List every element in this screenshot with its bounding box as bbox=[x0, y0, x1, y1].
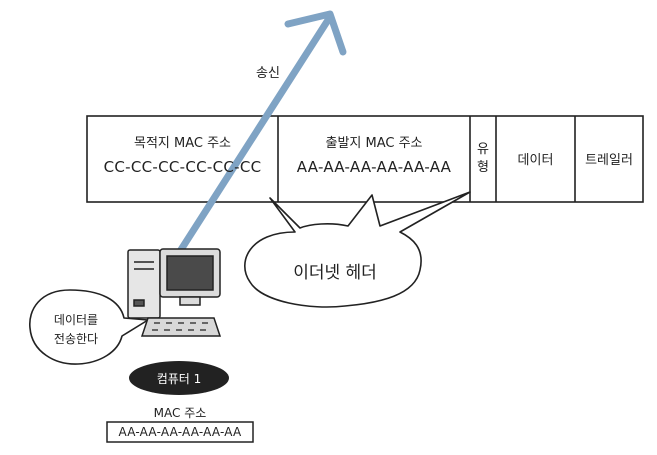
computer-name-badge-shape bbox=[129, 361, 229, 395]
desktop-computer-icon bbox=[127, 248, 222, 337]
trailer-field: 트레일러 bbox=[575, 116, 643, 202]
computer-mac-label: MAC 주소 bbox=[153, 406, 207, 420]
type-label-line2: 형 bbox=[477, 160, 489, 175]
computer-mac-value: AA-AA-AA-AA-AA-AA bbox=[118, 425, 242, 439]
computer-name: 컴퓨터 1 bbox=[156, 372, 202, 386]
header-bubble-shape bbox=[244, 191, 471, 308]
data-label: 데이터 bbox=[517, 153, 554, 168]
mac-address-box bbox=[106, 421, 254, 443]
source-mac-label: 출발지 MAC 주소 bbox=[325, 136, 423, 151]
send-label: 송신 bbox=[256, 66, 280, 81]
frame-outline bbox=[86, 115, 644, 203]
send-arrow bbox=[164, 10, 347, 274]
ethernet-header-label: 이더넷 헤더 bbox=[293, 263, 377, 283]
speech-bubble-line1: 데이터를 bbox=[53, 313, 99, 327]
trailer-label: 트레일러 bbox=[585, 153, 633, 168]
type-field: 유 형 bbox=[470, 116, 496, 202]
source-mac-field: 출발지 MAC 주소 AA-AA-AA-AA-AA-AA bbox=[278, 116, 470, 202]
source-mac-value: AA-AA-AA-AA-AA-AA bbox=[296, 158, 452, 176]
type-label-line1: 유 bbox=[477, 142, 489, 157]
destination-mac-field: 목적지 MAC 주소 CC-CC-CC-CC-CC-CC bbox=[87, 116, 278, 202]
destination-mac-value: CC-CC-CC-CC-CC-CC bbox=[103, 158, 262, 176]
destination-mac-label: 목적지 MAC 주소 bbox=[133, 136, 232, 151]
speech-bubble-shape bbox=[29, 289, 149, 365]
data-field: 데이터 bbox=[496, 116, 575, 202]
speech-bubble-line2: 전송한다 bbox=[53, 332, 99, 346]
